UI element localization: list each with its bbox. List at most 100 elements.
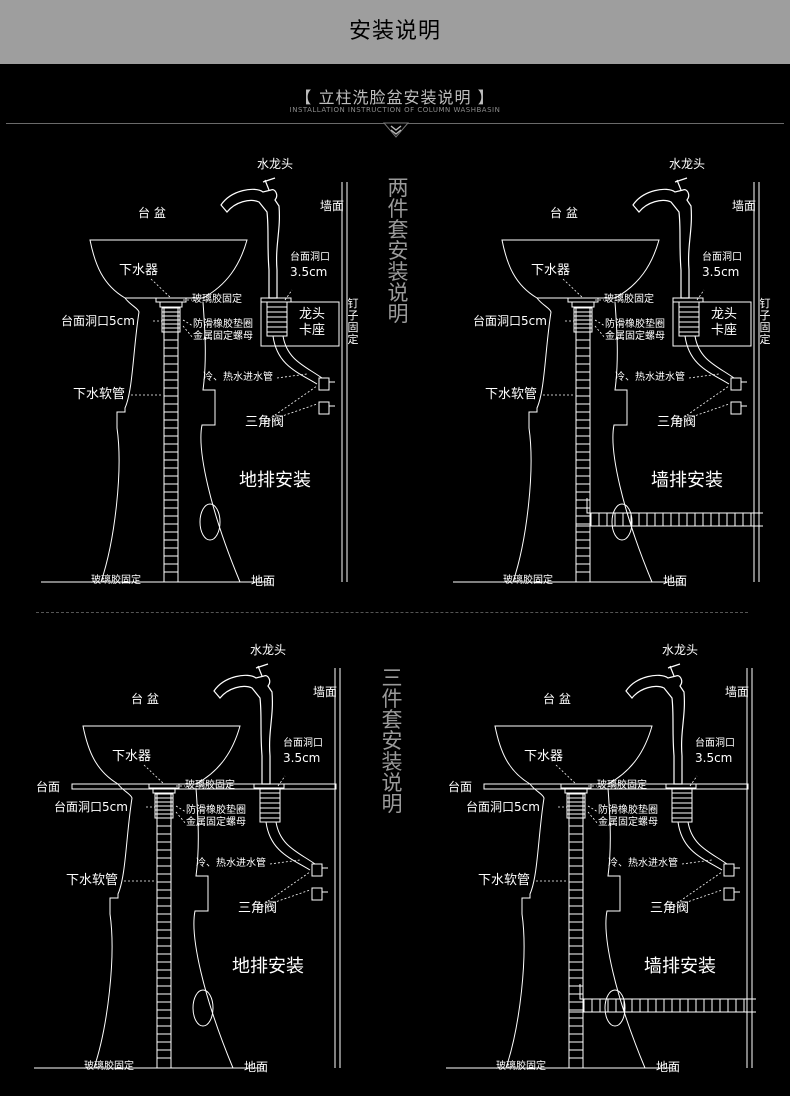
counter-hole-faucet-label: 台面洞口 [283, 738, 323, 749]
water-inlet-hoses [272, 335, 323, 385]
pedestal-hole [192, 989, 214, 1027]
basin-bowl [494, 725, 653, 785]
faucet-body [213, 663, 273, 785]
install-mode-label: 地排安装 [232, 956, 304, 977]
counter-hole-drain-label: 台面洞口5cm [54, 800, 128, 814]
drain-hose-label: 下水软管 [66, 873, 119, 888]
glass-glue-label: 玻璃胶固定 [604, 294, 654, 305]
drain-hose-pipe [575, 307, 591, 583]
counter-hole-drain-label: 台面洞口5cm [473, 314, 547, 328]
basin-bowl [82, 725, 241, 785]
pedestal-right [605, 787, 646, 1069]
faucet-label: 水龙头 [250, 643, 287, 657]
wall-lines [341, 182, 348, 582]
glass-glue-label: 玻璃胶固定 [185, 780, 235, 791]
water-inlet-label: 冷、热水进水管 [203, 372, 273, 383]
faucet-label: 水龙头 [669, 157, 706, 171]
counter-hole-faucet-label: 台面洞口 [290, 252, 330, 263]
basin-label: 台 盆 [131, 692, 159, 706]
wall-label: 墙面 [732, 199, 757, 213]
install-mode-label: 地排安装 [239, 470, 311, 491]
wall-label: 墙面 [725, 685, 750, 699]
countertop-slab [71, 783, 337, 790]
drain-label: 下水器 [524, 749, 564, 764]
wall-lines [334, 668, 341, 1068]
angle-valves [318, 377, 335, 415]
bottom-glue-label: 玻璃胶固定 [91, 575, 141, 586]
faucet-seat-box [672, 301, 752, 347]
countertop-label: 台面 [36, 780, 61, 794]
nut-label: 金属固定螺母 [605, 331, 665, 342]
faucet-seat-box [260, 301, 340, 347]
faucet-hole-size-label: 3.5cm [283, 751, 321, 765]
faucet-hole-size-label: 3.5cm [695, 751, 733, 765]
drain-hose-label: 下水软管 [478, 873, 531, 888]
nut-label: 金属固定螺母 [598, 817, 658, 828]
angle-valves [730, 377, 747, 415]
wall-label: 墙面 [313, 685, 338, 699]
water-inlet-hoses [677, 821, 728, 871]
nut-label: 金属固定螺母 [193, 331, 253, 342]
gasket-label: 防滑橡胶垫圈 [605, 319, 665, 330]
water-inlet-hoses [684, 335, 735, 385]
bottom-glue-label: 玻璃胶固定 [84, 1061, 134, 1072]
pedestal-left [505, 783, 545, 1069]
countertop-slab [483, 783, 749, 790]
basin-bowl [501, 239, 660, 299]
pedestal-left [100, 297, 140, 583]
floor-label: 地面 [663, 574, 688, 588]
counter-hole-faucet-label: 台面洞口 [695, 738, 735, 749]
wall-label: 墙面 [320, 199, 345, 213]
drain-hose-pipe [163, 307, 179, 583]
gasket-label: 防滑橡胶垫圈 [598, 805, 658, 816]
faucet-fitting [260, 297, 335, 415]
leader-lines [543, 278, 730, 583]
faucet-fitting [672, 297, 747, 415]
angle-valves [723, 863, 740, 901]
drain-fitting [567, 297, 599, 333]
counter-hole-drain-label: 台面洞口5cm [61, 314, 135, 328]
faucet-label: 水龙头 [662, 643, 699, 657]
faucet-body [625, 663, 685, 785]
drain-label: 下水器 [112, 749, 152, 764]
pedestal-right [200, 301, 241, 583]
faucet-fitting [253, 783, 328, 901]
pedestal-left [93, 783, 133, 1069]
leader-lines [131, 278, 318, 583]
gasket-label: 防滑橡胶垫圈 [186, 805, 246, 816]
faucet-hole-size-label: 3.5cm [290, 265, 328, 279]
install-mode-label: 墙排安装 [644, 956, 716, 977]
angle-valve-label: 三角阀 [238, 901, 278, 916]
faucet-seat-label: 龙头卡座 [299, 307, 326, 338]
angle-valve-label: 三角阀 [245, 415, 285, 430]
bottom-glue-label: 玻璃胶固定 [503, 575, 553, 586]
countertop-label: 台面 [448, 780, 473, 794]
section-subtitle: 【 立柱洗脸盆安装说明 】 [295, 88, 495, 107]
two-piece-title: 两件套安装说明 [387, 176, 409, 326]
water-inlet-label: 冷、热水进水管 [196, 858, 266, 869]
installation-drawing [41, 177, 348, 583]
installation-drawing [34, 663, 341, 1069]
drain-fitting [155, 297, 187, 333]
installation-drawing [446, 663, 756, 1069]
nail-seat-label: 钉子固定 [759, 297, 771, 346]
basin-label: 台 盆 [550, 206, 578, 220]
water-inlet-hoses [265, 821, 316, 871]
wall-drain-pipe [568, 984, 756, 1013]
install-mode-label: 墙排安装 [651, 470, 723, 491]
faucet-hole-size-label: 3.5cm [702, 265, 740, 279]
glass-glue-label: 玻璃胶固定 [192, 294, 242, 305]
water-inlet-label: 冷、热水进水管 [608, 858, 678, 869]
pedestal-hole [611, 503, 633, 541]
pedestal-right [193, 787, 234, 1069]
drain-hose-pipe [156, 793, 172, 1069]
faucet-label: 水龙头 [257, 157, 294, 171]
floor-label: 地面 [251, 574, 276, 588]
pedestal-hole [199, 503, 221, 541]
angle-valve-label: 三角阀 [657, 415, 697, 430]
wall-drain-pipe [575, 498, 763, 527]
nail-seat-label: 钉子固定 [347, 297, 359, 346]
group-divider [36, 612, 748, 613]
counter-hole-faucet-label: 台面洞口 [702, 252, 742, 263]
